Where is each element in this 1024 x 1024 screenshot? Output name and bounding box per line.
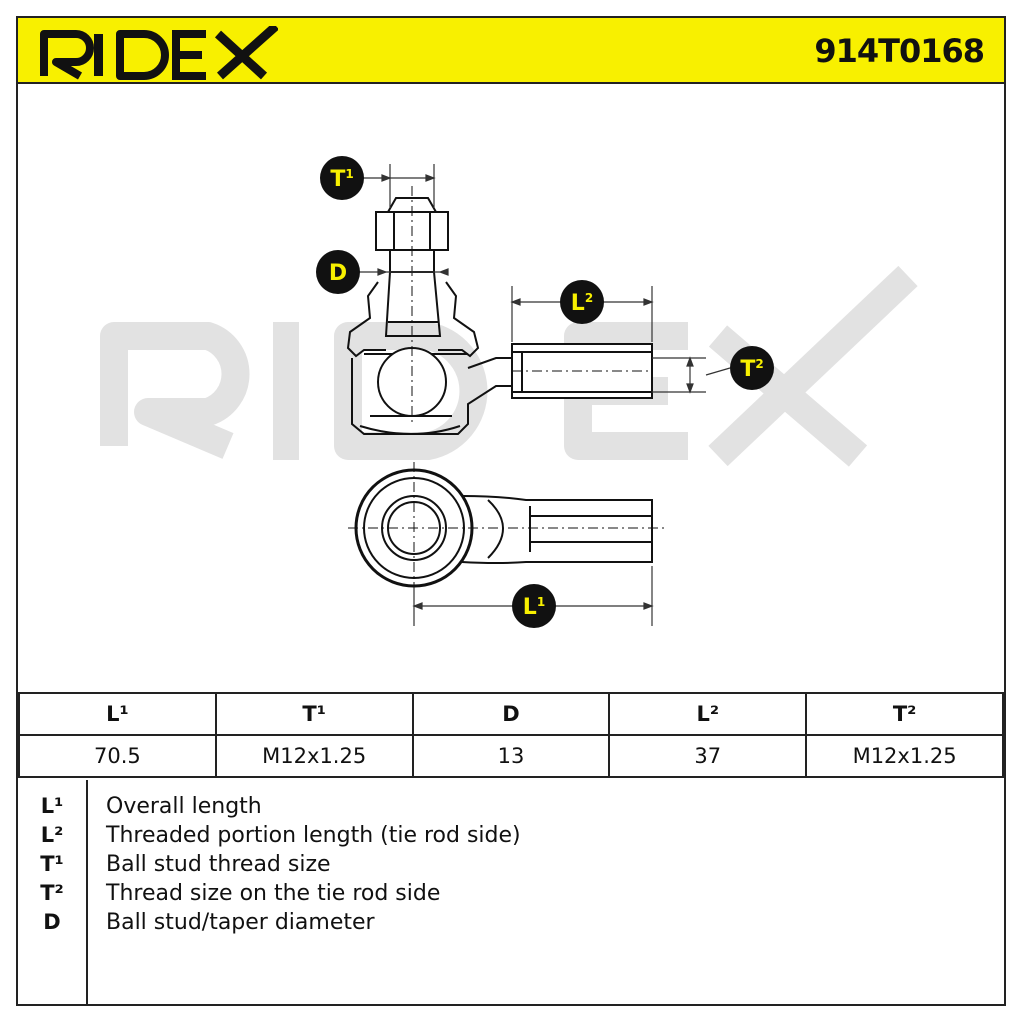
legend-item: D Ball stud/taper diameter (18, 910, 1004, 939)
ridex-logo (40, 26, 278, 80)
spec-value-d: 13 (411, 734, 611, 778)
legend-item: T² Thread size on the tie rod side (18, 881, 1004, 910)
legend-symbol: D (43, 910, 61, 934)
legend-symbol: L¹ (40, 794, 64, 818)
side-view (346, 186, 653, 435)
badge-l1: L1 (512, 584, 556, 628)
svg-text:T1: T1 (330, 167, 353, 192)
part-number: 914T0168 (814, 32, 985, 70)
spec-value-l1: 70.5 (18, 734, 217, 778)
legend-symbol: L² (40, 823, 64, 847)
spec-value-t1: M12x1.25 (214, 734, 414, 778)
svg-text:D: D (329, 261, 347, 286)
legend-description: Thread size on the tie rod side (106, 881, 441, 906)
header-bar: 914T0168 (18, 18, 1004, 84)
legend-item: L¹ Overall length (18, 794, 1004, 823)
badge-t2: T2 (730, 346, 774, 390)
legend-item: T¹ Ball stud thread size (18, 852, 1004, 881)
legend-symbol: T¹ (40, 852, 64, 876)
spec-header-d: D (411, 692, 611, 736)
legend-item: L² Threaded portion length (tie rod side… (18, 823, 1004, 852)
spec-header-t2: T² (805, 692, 1004, 736)
svg-text:T2: T2 (740, 357, 763, 382)
badge-t1: T1 (320, 156, 364, 200)
spec-header-row: L¹ T¹ D L² T² (18, 692, 1004, 736)
legend: L¹ Overall length L² Threaded portion le… (18, 780, 1004, 1006)
spec-table: L¹ T¹ D L² T² 70.5 M12x1.25 13 37 M12x1.… (18, 692, 1004, 778)
badge-l2: L2 (560, 280, 604, 324)
spec-header-l1: L¹ (18, 692, 217, 736)
legend-symbol: T² (40, 881, 64, 905)
spec-header-t1: T¹ (214, 692, 414, 736)
spec-value-t2: M12x1.25 (805, 734, 1004, 778)
technical-drawing: T1 D L2 T2 L1 (100, 156, 918, 628)
legend-divider (86, 780, 88, 1006)
svg-text:L2: L2 (571, 291, 593, 316)
legend-description: Overall length (106, 794, 262, 819)
legend-description: Threaded portion length (tie rod side) (106, 823, 521, 848)
spec-value-row: 70.5 M12x1.25 13 37 M12x1.25 (18, 734, 1004, 778)
spec-header-l2: L² (608, 692, 808, 736)
svg-text:L1: L1 (523, 595, 545, 620)
top-view (348, 462, 666, 596)
spec-value-l2: 37 (608, 734, 808, 778)
sheet-frame (16, 16, 1006, 1006)
legend-description: Ball stud thread size (106, 852, 331, 877)
legend-description: Ball stud/taper diameter (106, 910, 375, 935)
badge-d: D (316, 250, 360, 294)
